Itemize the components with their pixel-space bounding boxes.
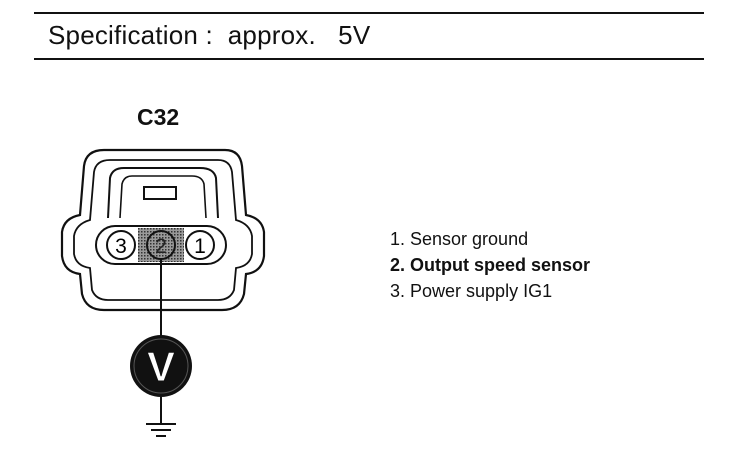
pin-1 [185,230,215,260]
connector-housing-outer [60,148,266,312]
spec-label: Specification [48,20,199,50]
pin-3 [106,230,136,260]
specification-line: Specification : approx. 5V [48,20,370,51]
clip-tab [143,186,177,200]
pin-2-label: 2 [155,235,167,258]
pin-3-label: 3 [115,235,127,258]
top-rule [34,12,704,14]
voltmeter-icon [130,335,192,397]
connector-name: C32 [137,104,180,130]
legend-item-1: 1. Sensor ground [390,229,529,249]
locking-clip [107,167,219,219]
voltmeter-symbol: V [147,343,175,390]
locking-clip-inner [119,175,207,219]
connector-housing-inner [73,159,253,301]
pin-1-label: 1 [194,235,206,258]
legend-item-2: 2. Output speed sensor [390,255,591,275]
spec-approx: approx. [227,20,316,50]
pin-legend: 1. Sensor ground 2. Output speed sensor … [390,226,590,304]
spec-separator: : [205,20,213,50]
voltmeter-ring [133,338,189,394]
legend-item-3: 3. Power supply IG1 [390,281,553,301]
spec-value: 5V [338,20,371,50]
bottom-rule [34,58,704,60]
ground-icon [146,423,176,437]
